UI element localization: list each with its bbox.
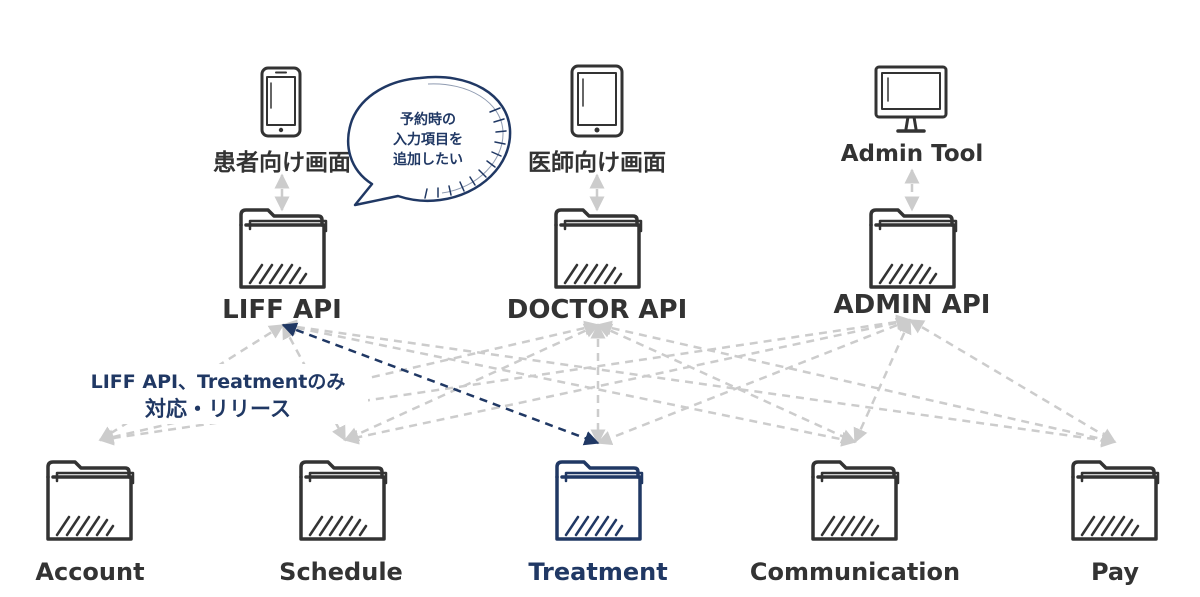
service-label-schedule: Schedule — [279, 558, 403, 586]
service-label-treatment: Treatment — [528, 558, 667, 586]
connector-liff-communication — [281, 320, 857, 447]
speech-bubble-line-3: 追加したい — [393, 151, 463, 168]
release-note: LIFF API、Treatmentのみ 対応・リリース — [68, 364, 368, 424]
account-folder-icon — [46, 460, 135, 541]
connector-doctor-communication — [596, 323, 857, 444]
client-label-doctor: 医師向け画面 — [528, 149, 666, 176]
release-note-line-2: 対応・リリース — [145, 397, 291, 421]
admin-api-folder-icon — [869, 208, 958, 289]
connector-liff-treatment-highlight — [281, 322, 600, 446]
service-label-pay: Pay — [1091, 558, 1139, 586]
connector-liff-pay — [281, 319, 1117, 448]
api-label-admin: ADMIN API — [834, 290, 991, 320]
service-label-communication: Communication — [750, 558, 960, 586]
pay-folder-icon — [1071, 460, 1160, 541]
connector-admin-communication — [853, 318, 912, 444]
liff-api-folder-icon — [239, 208, 328, 289]
doctor-api-folder-icon — [554, 208, 643, 289]
release-note-line-1: LIFF API、Treatmentのみ — [91, 371, 346, 393]
speech-bubble: 予約時の 入力項目を 追加したい — [347, 75, 512, 207]
api-label-liff: LIFF API — [222, 295, 342, 325]
communication-folder-icon — [811, 460, 900, 541]
tablet-icon — [570, 64, 624, 138]
api-label-doctor: DOCTOR API — [507, 295, 688, 325]
smartphone-icon — [260, 66, 302, 138]
speech-bubble-line-2: 入力項目を — [393, 131, 463, 148]
speech-bubble-line-1: 予約時の — [400, 111, 456, 128]
client-label-patient: 患者向け画面 — [213, 149, 351, 176]
connector-admin-pay — [908, 318, 1117, 444]
treatment-folder-icon — [555, 460, 644, 541]
monitor-icon — [874, 65, 948, 133]
schedule-folder-icon — [299, 460, 388, 541]
connector-doctor-pay — [596, 320, 1117, 447]
service-label-account: Account — [35, 558, 144, 586]
client-label-admin-tool: Admin Tool — [841, 141, 984, 167]
